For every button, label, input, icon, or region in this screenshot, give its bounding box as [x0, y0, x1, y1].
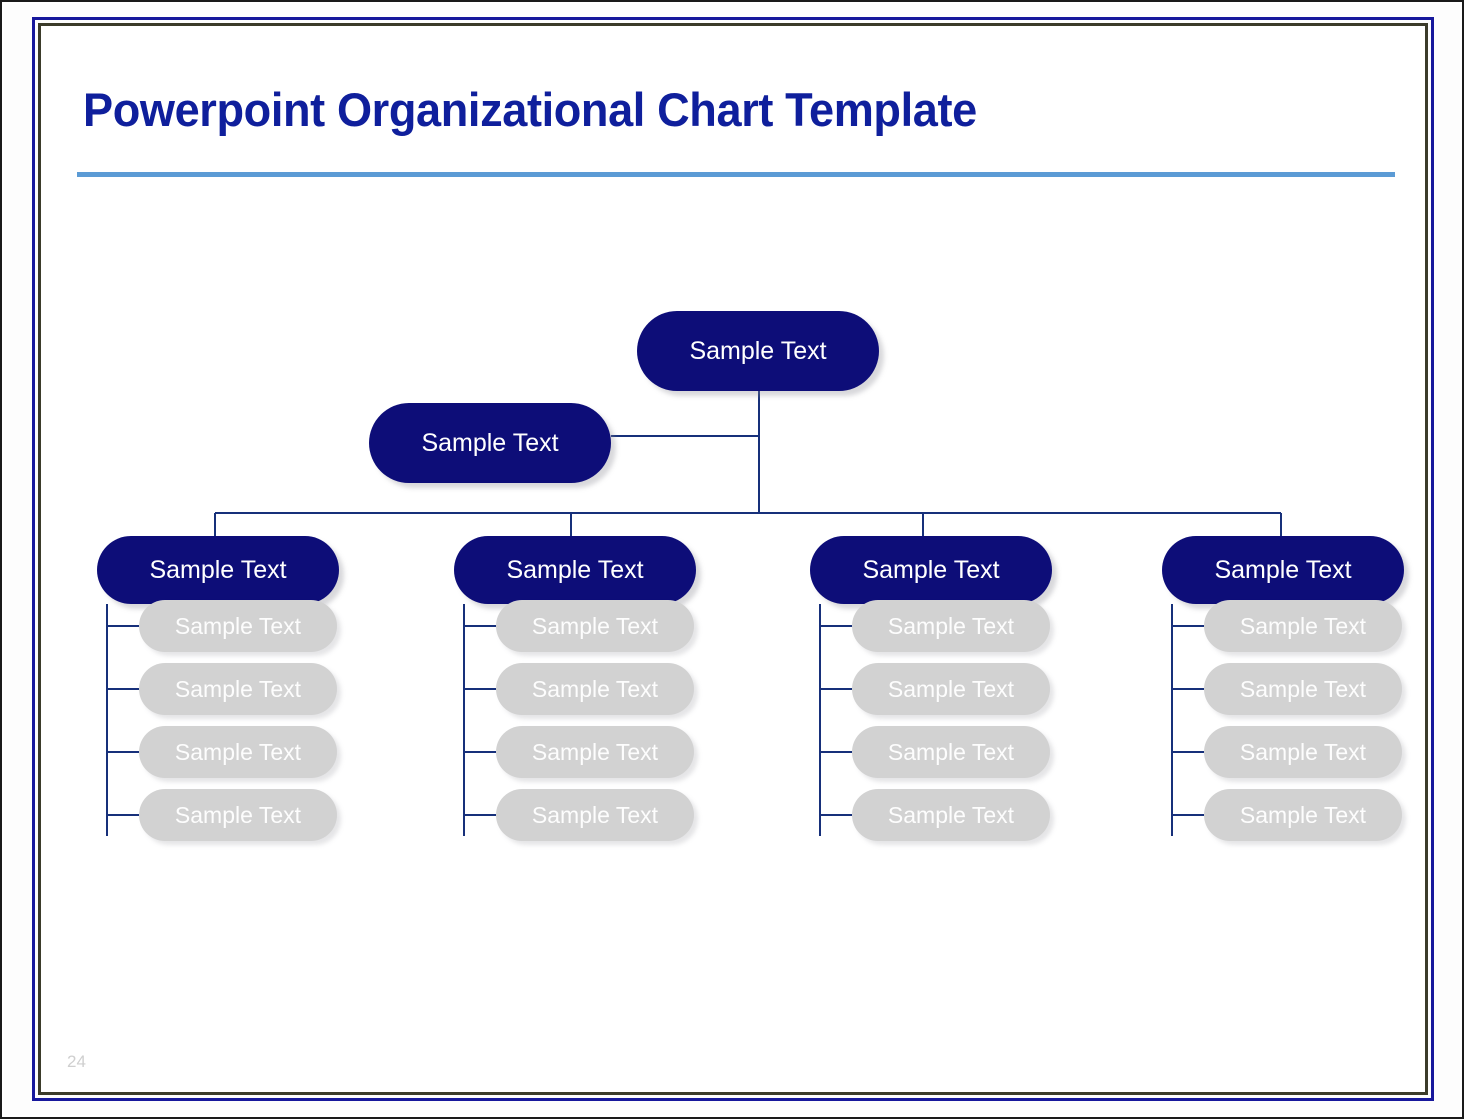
org-node-department-4-child-1[interactable]: Sample Text: [1204, 600, 1402, 652]
slide-frame-navy-rule: [32, 17, 1434, 1101]
org-node-department-3-child-2[interactable]: Sample Text: [852, 663, 1050, 715]
org-node-department-2-child-1[interactable]: Sample Text: [496, 600, 694, 652]
org-node-department-4-child-2[interactable]: Sample Text: [1204, 663, 1402, 715]
org-node-department-2[interactable]: Sample Text: [454, 536, 696, 604]
title-underline-rule: [77, 172, 1395, 177]
org-node-department-4[interactable]: Sample Text: [1162, 536, 1404, 604]
org-node-department-3-child-4[interactable]: Sample Text: [852, 789, 1050, 841]
org-node-department-1-child-1[interactable]: Sample Text: [139, 600, 337, 652]
org-chart: Sample Text Sample Text Sample Text Samp…: [41, 26, 1425, 1092]
org-node-department-2-child-3[interactable]: Sample Text: [496, 726, 694, 778]
org-node-department-3-child-3[interactable]: Sample Text: [852, 726, 1050, 778]
org-node-department-1-child-3[interactable]: Sample Text: [139, 726, 337, 778]
org-node-department-4-child-4[interactable]: Sample Text: [1204, 789, 1402, 841]
sub-connectors-column-4: [1170, 604, 1204, 836]
org-node-department-1-child-4[interactable]: Sample Text: [139, 789, 337, 841]
org-node-department-3[interactable]: Sample Text: [810, 536, 1052, 604]
sub-connectors-column-2: [462, 604, 496, 836]
org-node-department-4-child-3[interactable]: Sample Text: [1204, 726, 1402, 778]
org-node-department-1-child-2[interactable]: Sample Text: [139, 663, 337, 715]
sub-connectors-column-3: [818, 604, 852, 836]
slide-canvas: Powerpoint Organizational Chart Template: [38, 23, 1428, 1095]
sub-connectors-column-1: [105, 604, 139, 836]
org-node-department-2-child-2[interactable]: Sample Text: [496, 663, 694, 715]
org-chart-connectors: [105, 384, 1283, 836]
org-node-root[interactable]: Sample Text: [637, 311, 879, 391]
org-node-assistant[interactable]: Sample Text: [369, 403, 611, 483]
org-node-department-1[interactable]: Sample Text: [97, 536, 339, 604]
org-node-department-3-child-1[interactable]: Sample Text: [852, 600, 1050, 652]
page-title: Powerpoint Organizational Chart Template: [83, 83, 977, 136]
org-node-department-2-child-4[interactable]: Sample Text: [496, 789, 694, 841]
page-number: 24: [67, 1052, 86, 1071]
